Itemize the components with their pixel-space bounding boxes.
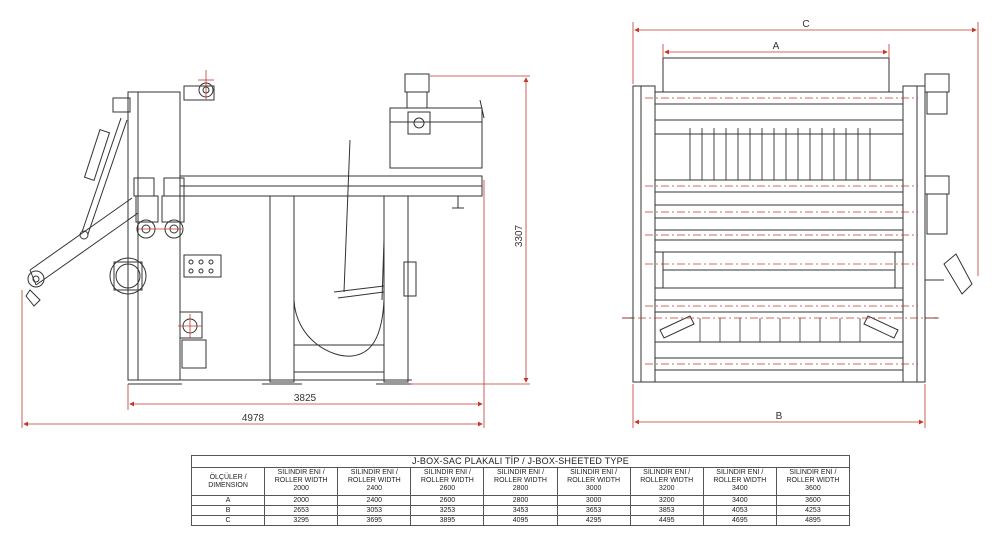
table-cell: 3695	[337, 515, 412, 526]
table-cell: 4895	[775, 515, 851, 526]
table-cell: 3853	[629, 505, 704, 516]
spec-row-header: ÖLÇÜLER / DIMENSION	[190, 467, 266, 496]
table-cell: 2600	[410, 495, 485, 506]
table-cell: 3453	[483, 505, 558, 516]
side-centerlines	[138, 70, 214, 338]
table-cell: 3600	[775, 495, 851, 506]
col-label-1: SİLİNDİR ENİ /	[350, 469, 398, 476]
table-cell: 3295	[264, 515, 339, 526]
dim-side-height: 3307	[514, 224, 525, 247]
table-cell: 3200	[629, 495, 704, 506]
front-view	[622, 57, 973, 383]
table-cell: 3895	[410, 515, 485, 526]
dim-front-b: B	[776, 411, 783, 422]
col-label-2: ROLLER WIDTH	[713, 477, 767, 484]
col-width: 3000	[585, 485, 602, 492]
dim-side-total: 4978	[242, 413, 265, 424]
col-label-1: SİLİNDİR ENİ /	[716, 469, 764, 476]
col-label-2: ROLLER WIDTH	[494, 477, 547, 484]
table-row-b: B 2653 3053 3253 3453 3653 3853 4053 425…	[190, 505, 851, 516]
row-header-line1: ÖLÇÜLER /	[209, 474, 247, 481]
spec-table: J-BOX-SAC PLAKALI TİP / J-BOX-SHEETED TY…	[190, 455, 851, 526]
col-width: 2400	[366, 485, 383, 492]
col-label-2: ROLLER WIDTH	[347, 477, 401, 484]
col-width: 2000	[293, 485, 309, 492]
dim-side-frame: 3825	[294, 393, 317, 404]
table-cell: 4295	[556, 515, 631, 526]
front-bars	[689, 128, 871, 180]
table-cell: 4095	[483, 515, 558, 526]
table-row-c: C 3295 3695 3895 4095 4295 4495 4695 489…	[190, 515, 851, 526]
table-cell: 4253	[775, 505, 851, 516]
table-cell: 3000	[556, 495, 631, 506]
table-cell: 2653	[264, 505, 339, 516]
dim-front-c: C	[802, 19, 809, 30]
col-label-2: ROLLER WIDTH	[567, 477, 621, 484]
technical-drawing: 3307 3825 4978	[21, 19, 979, 428]
table-cell: 2800	[483, 495, 558, 506]
table-cell: 3653	[556, 505, 631, 516]
table-cell: 2000	[264, 495, 339, 506]
row-label: C	[190, 515, 266, 526]
col-label-2: ROLLER WIDTH	[640, 477, 694, 484]
col-label-1: SİLİNDİR ENİ /	[643, 469, 691, 476]
table-cell: 3053	[337, 505, 412, 516]
row-header-line2: DIMENSION	[208, 482, 248, 489]
table-row-a: A 2000 2400 2600 2800 3000 3200 3400 360…	[190, 495, 851, 506]
table-cell: 4495	[629, 515, 704, 526]
col-label-2: ROLLER WIDTH	[274, 477, 328, 484]
row-label: B	[190, 505, 266, 516]
table-cell: 3400	[702, 495, 777, 506]
col-label-1: SİLİNDİR ENİ /	[277, 469, 325, 476]
spec-title-row: J-BOX-SAC PLAKALI TİP / J-BOX-SHEETED TY…	[191, 455, 850, 468]
col-label-2: ROLLER WIDTH	[420, 477, 474, 484]
front-lower-slats	[699, 318, 861, 342]
col-width: 3600	[805, 485, 821, 492]
table-cell: 4053	[702, 505, 777, 516]
col-width: 3400	[732, 485, 748, 492]
row-label: A	[190, 495, 266, 506]
side-view	[25, 73, 485, 385]
table-cell: 3253	[410, 505, 485, 516]
col-label-1: SİLİNDİR ENİ /	[423, 469, 471, 476]
col-label-1: SİLİNDİR ENİ /	[789, 469, 837, 476]
table-cell: 2400	[337, 495, 412, 506]
col-label-2: ROLLER WIDTH	[786, 477, 840, 484]
front-dimensions	[632, 22, 979, 428]
col-width: 2800	[512, 485, 529, 492]
col-label-1: SİLİNDİR ENİ /	[570, 469, 618, 476]
col-width: 2600	[439, 485, 456, 492]
col-label-1: SİLİNDİR ENİ /	[496, 469, 545, 476]
col-width: 3200	[658, 485, 675, 492]
spec-title: J-BOX-SAC PLAKALI TİP / J-BOX-SHEETED TY…	[191, 455, 850, 468]
front-centerlines	[622, 97, 940, 365]
side-dimensions	[21, 75, 530, 428]
dim-front-a: A	[773, 41, 780, 52]
table-cell: 4695	[702, 515, 777, 526]
spec-header-row: ÖLÇÜLER / DIMENSION SİLİNDİR ENİ /ROLLER…	[190, 467, 851, 496]
